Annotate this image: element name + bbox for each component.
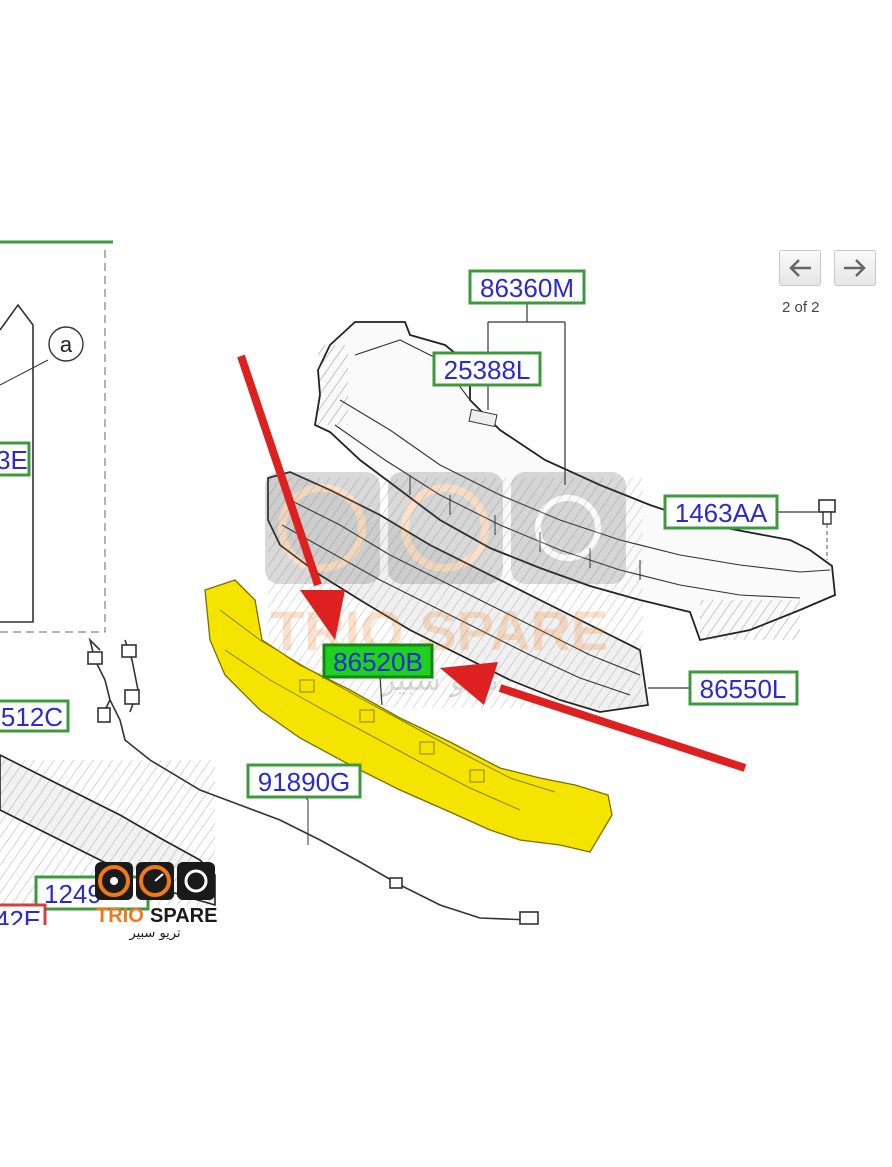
svg-text:1463AA: 1463AA: [675, 498, 768, 528]
disc-icon: [98, 865, 130, 897]
arrow-left-icon: [789, 259, 811, 277]
wiring-harness: [87, 637, 539, 925]
label-86360M[interactable]: 86360M: [468, 269, 586, 305]
logo-trio-text: TRIO: [96, 905, 144, 927]
svg-text:3E: 3E: [0, 445, 28, 475]
arrow-right-icon: [844, 259, 866, 277]
page-counter: 2 of 2: [782, 299, 820, 316]
bolt-icon: [818, 499, 836, 560]
trio-spare-logo: TRIO SPARE تريو سبير: [95, 862, 217, 941]
svg-text:86360M: 86360M: [480, 273, 574, 303]
svg-text:86520B: 86520B: [333, 647, 423, 677]
gauge-icon: [139, 865, 171, 897]
label-3E[interactable]: 3E: [0, 441, 31, 477]
label-1463AA[interactable]: 1463AA: [663, 494, 779, 530]
logo-arabic-text: تريو سبير: [128, 926, 181, 941]
label-86520B-selected[interactable]: 86520B: [322, 643, 434, 679]
red-arrows: [237, 354, 747, 772]
part-labels: 86360M 25388L 1463AA 86520B 86550L 91890…: [0, 269, 799, 937]
svg-text:25388L: 25388L: [444, 355, 531, 385]
label-86550L[interactable]: 86550L: [688, 670, 799, 706]
car-icon: [184, 869, 208, 893]
left-inset-panel: a: [0, 240, 113, 633]
next-page-button[interactable]: [834, 250, 876, 286]
logo-spare-text: SPARE: [150, 905, 217, 927]
callout-a: a: [60, 332, 73, 357]
bumper-beam-highlighted: [204, 579, 613, 853]
callout-a-circle: [48, 326, 84, 362]
leader-lines: [304, 303, 818, 801]
svg-text:1249: 1249: [44, 879, 102, 909]
prev-page-button[interactable]: [779, 250, 821, 286]
svg-text:91890G: 91890G: [258, 767, 351, 797]
label-512C[interactable]: 512C: [0, 699, 70, 733]
arrow-left-pointer-icon: [440, 662, 498, 705]
label-91890G[interactable]: 91890G: [246, 763, 362, 799]
svg-text:512C: 512C: [1, 702, 63, 732]
svg-text:86550L: 86550L: [700, 674, 787, 704]
arrow-down-icon: [300, 590, 345, 640]
center-watermark: TRIO SPARE تريو سبير: [265, 472, 626, 698]
label-25388L[interactable]: 25388L: [432, 351, 542, 387]
